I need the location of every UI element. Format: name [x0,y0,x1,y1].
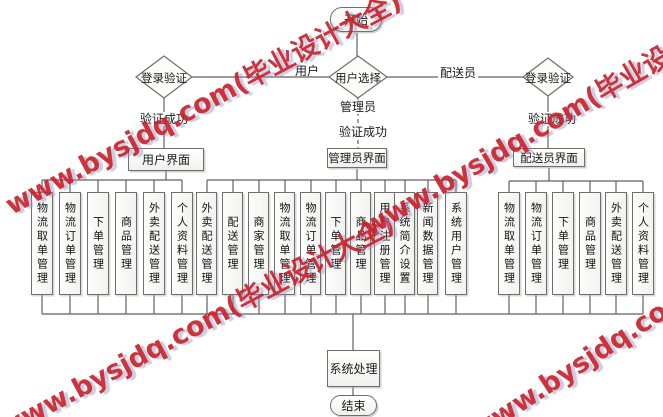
decision-login-right-shape [522,57,574,97]
system-process-node: 系统处理 [327,350,380,387]
module-user-logistics-pickup: 物流取单管理 [31,192,53,295]
module-admin-goods: 商品管理 [350,192,371,295]
decision-user-select-label: 用户选择 [335,71,381,85]
edge-label-verify-success-mid: 验证成功 [337,125,390,139]
module-admin-news-data: 新闻数据管理 [417,192,438,295]
edge-label-user: 用户 [295,64,320,78]
decision-login-left-shape [135,55,193,99]
module-user-profile: 个人资料管理 [171,192,193,295]
edge-label-verify-success-left: 验证成功 [138,112,191,126]
module-admin-system-user: 系统用户管理 [445,192,467,295]
end-node: 结束 [330,395,377,416]
module-admin-user-register: 用户注册管理 [374,192,395,295]
module-user-goods: 商品管理 [115,192,137,295]
edge-label-admin: 管理员 [338,100,379,114]
module-deliverer-profile: 个人资料管理 [632,192,654,295]
module-deliverer-logistics-order: 物流订单管理 [525,192,547,295]
decision-login-right-label: 登录验证 [525,71,571,85]
module-deliverer-place-order: 下单管理 [552,192,574,295]
module-admin-logistics-pickup: 物流取单管理 [274,192,295,295]
module-user-takeout-delivery: 外卖配送管理 [143,192,165,295]
decision-login-left-label: 登录验证 [141,71,187,85]
module-deliverer-goods: 商品管理 [579,192,601,295]
module-admin-delivery: 配送管理 [222,192,243,295]
module-deliverer-logistics-pickup: 物流取单管理 [498,192,520,295]
admin-interface-node: 管理员界面 [327,148,387,168]
decision-user-select-shape [327,55,389,99]
module-user-logistics-order: 物流订单管理 [59,192,81,295]
deliverer-interface-node: 配送员界面 [513,148,585,167]
module-user-place-order: 下单管理 [87,192,109,295]
edge-label-verify-success-right: 验证成功 [526,112,579,126]
module-deliverer-takeout-delivery: 外卖配送管理 [605,192,627,295]
edge-label-deliverer: 配送员 [438,66,479,80]
module-admin-logistics-order: 物流订单管理 [300,192,321,295]
module-admin-place-order: 下单管理 [325,192,346,295]
module-admin-system-intro: 系统简介设置 [394,192,415,295]
module-admin-takeout-delivery: 外卖配送管理 [196,192,217,295]
module-admin-merchant: 商家管理 [248,192,269,295]
user-interface-node: 用户界面 [128,148,204,171]
start-node: 开始 [330,7,382,32]
